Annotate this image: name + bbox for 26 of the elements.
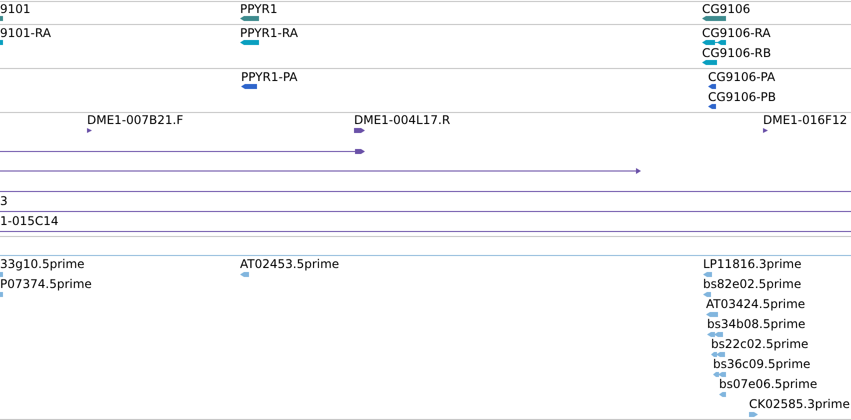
feature-label: 3 — [0, 194, 8, 208]
feature-label: CG9106 — [702, 2, 750, 16]
feature-label: CG9106-RB — [702, 46, 772, 60]
feature-label: bs22c02.5prime — [711, 337, 808, 351]
feature-label: 33g10.5prime — [0, 257, 85, 271]
feature-label: DME1-016F12 — [763, 113, 848, 127]
feature-label: AT03424.5prime — [706, 297, 806, 311]
feature-label: bs34b08.5prime — [707, 317, 806, 331]
feature-label: bs82e02.5prime — [703, 277, 802, 291]
feature-label: 9101-RA — [0, 26, 51, 40]
feature-label: LP11816.3prime — [703, 257, 802, 271]
feature-label: bs07e06.5prime — [719, 377, 818, 391]
feature-label: PPYR1-RA — [240, 26, 298, 40]
feature-label: bs36c09.5prime — [713, 357, 810, 371]
feature-label: CG9106-RA — [702, 26, 771, 40]
feature-label: CG9106-PB — [708, 90, 776, 104]
feature-label: 1-015C14 — [0, 214, 59, 228]
feature-label: CK02585.3prime — [749, 397, 850, 411]
feature-label: 9101 — [0, 2, 31, 16]
feature-label: P07374.5prime — [0, 277, 92, 291]
feature-label: AT02453.5prime — [240, 257, 340, 271]
feature-label: PPYR1 — [240, 2, 278, 16]
feature-label: PPYR1-PA — [241, 70, 298, 84]
feature-label: CG9106-PA — [708, 70, 776, 84]
feature-label: DME1-007B21.F — [87, 113, 184, 127]
feature-label: DME1-004L17.R — [354, 113, 450, 127]
